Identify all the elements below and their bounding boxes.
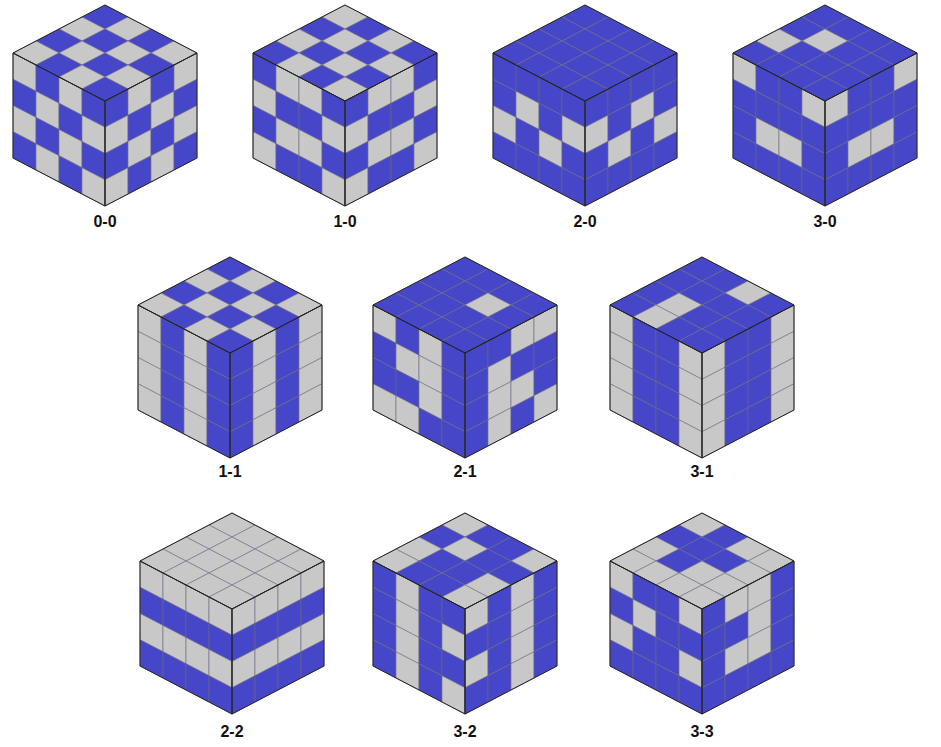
cube-label: 2-2 — [220, 723, 243, 741]
cube-label: 0-0 — [93, 213, 116, 231]
cube-edge — [493, 53, 585, 206]
cube-edge — [733, 53, 825, 206]
cube-edge — [373, 257, 557, 353]
cube-edge — [232, 561, 324, 714]
cube-label: 3-2 — [453, 723, 476, 741]
cube-edge — [373, 513, 557, 609]
cube-edge — [140, 513, 324, 609]
cube-edge — [702, 305, 794, 458]
cube-edge — [253, 53, 345, 206]
cube-edge — [138, 305, 230, 458]
cube-label: 2-0 — [573, 213, 596, 231]
cube-edge — [13, 5, 197, 101]
cube-label: 1-0 — [333, 213, 356, 231]
cube-edge — [610, 305, 702, 458]
cube-edge — [230, 305, 322, 458]
cube-edge — [253, 5, 437, 101]
cube-edge — [825, 53, 917, 206]
cube-edge — [585, 53, 677, 206]
cube-edge — [373, 305, 465, 458]
cube-edge — [610, 513, 794, 609]
cube-edge — [373, 561, 465, 714]
cube-edge — [610, 257, 794, 353]
cube-label: 3-1 — [690, 463, 713, 481]
cube-label: 1-1 — [218, 463, 241, 481]
cube-edge — [13, 53, 105, 206]
cube-edge — [105, 53, 197, 206]
cube-edge — [465, 305, 557, 458]
cube-edge — [493, 5, 677, 101]
cube-label: 3-0 — [813, 213, 836, 231]
cube-label: 3-3 — [690, 723, 713, 741]
cube-edge — [733, 5, 917, 101]
cube-edge — [345, 53, 437, 206]
cube-edge — [610, 561, 702, 714]
cube-label: 2-1 — [453, 463, 476, 481]
cube-edge — [140, 561, 232, 714]
cube-edge — [465, 561, 557, 714]
cube-edge — [138, 257, 322, 353]
cube-edge — [702, 561, 794, 714]
